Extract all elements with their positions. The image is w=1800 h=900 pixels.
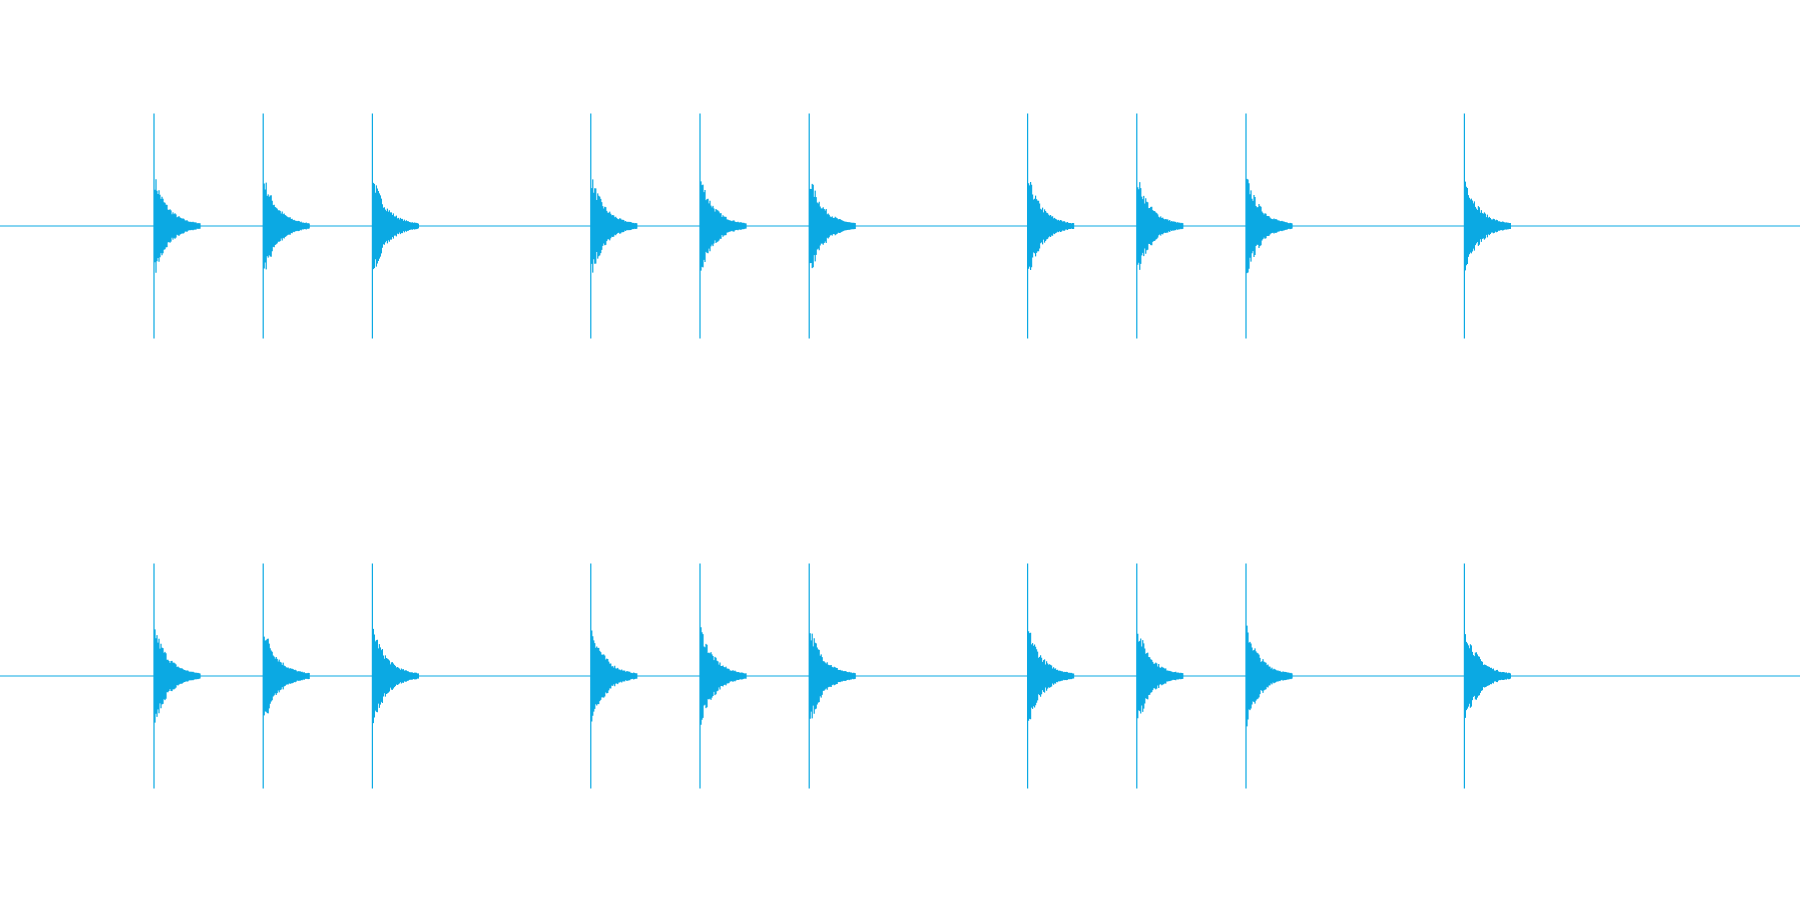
waveform-hit: [1136, 563, 1184, 789]
waveform-hit: [153, 113, 201, 339]
waveform-hit: [262, 563, 310, 789]
waveform-hit: [371, 563, 419, 789]
waveform-hit: [1463, 563, 1511, 789]
waveform-hit: [590, 113, 638, 339]
waveform-hit: [699, 113, 747, 339]
waveform-hit: [808, 113, 856, 339]
waveform-hit: [1136, 113, 1184, 339]
channel-left: [0, 113, 1800, 339]
waveform-hit: [1027, 113, 1075, 339]
waveform-hit: [699, 563, 747, 789]
waveform-hit: [1027, 563, 1075, 789]
waveform-hit: [262, 113, 310, 339]
waveform-hit: [153, 563, 201, 789]
waveform-hit: [1245, 113, 1293, 339]
waveform-hit: [1245, 563, 1293, 789]
waveform-hit: [808, 563, 856, 789]
channel-right: [0, 563, 1800, 789]
waveform-hit: [1463, 113, 1511, 339]
waveform-hit: [590, 563, 638, 789]
waveform-hit: [371, 113, 419, 339]
